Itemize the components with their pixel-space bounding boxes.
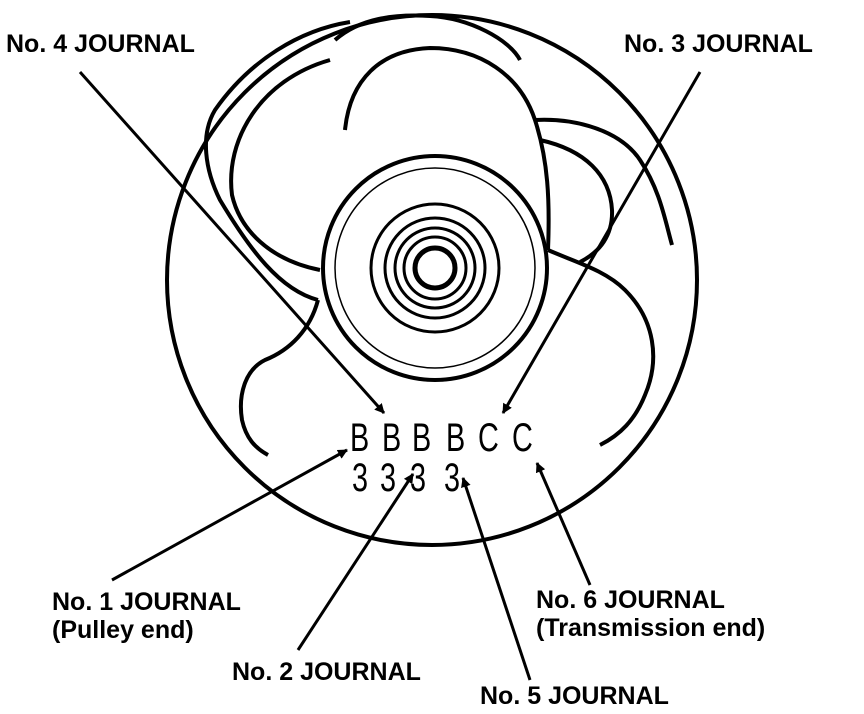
crank-web-lower-left bbox=[238, 299, 320, 457]
code-digit-1: 3 bbox=[352, 456, 369, 500]
code-letter-6: C bbox=[512, 416, 533, 460]
label-journal-4: No. 4 JOURNAL bbox=[6, 30, 195, 58]
code-letter-5: C bbox=[478, 416, 499, 460]
label-journal-1-note: (Pulley end) bbox=[52, 616, 194, 644]
code-digit-3: 3 bbox=[410, 456, 427, 500]
snout-outer-ring bbox=[321, 154, 549, 382]
label-journal-1-title: No. 1 JOURNAL bbox=[52, 588, 241, 616]
snout-ring-3 bbox=[369, 202, 501, 334]
label-journal-6: No. 6 JOURNAL (Transmission end) bbox=[536, 586, 765, 642]
leader-journal-6 bbox=[535, 462, 592, 586]
label-journal-1: No. 1 JOURNAL (Pulley end) bbox=[52, 588, 241, 644]
snout-ring-4 bbox=[383, 216, 487, 320]
code-digit-4: 3 bbox=[444, 456, 461, 500]
snout-ring-6 bbox=[402, 235, 468, 301]
crank-web-lower-right bbox=[547, 248, 656, 447]
label-journal-6-title: No. 6 JOURNAL bbox=[536, 586, 725, 614]
code-letter-2: B bbox=[382, 416, 402, 460]
snout-center-hole bbox=[412, 245, 458, 291]
leader-journal-2 bbox=[296, 473, 415, 651]
crank-web-left bbox=[229, 58, 331, 272]
leader-journal-3 bbox=[501, 71, 702, 414]
code-letter-4: B bbox=[446, 416, 466, 460]
label-journal-3: No. 3 JOURNAL bbox=[624, 30, 813, 58]
counterweight-right bbox=[534, 117, 674, 246]
crank-web-center bbox=[343, 45, 551, 251]
counterweight-left bbox=[203, 20, 351, 302]
code-letter-1: B bbox=[350, 416, 370, 460]
counterweight-top bbox=[333, 13, 522, 62]
code-letter-3: B bbox=[412, 416, 432, 460]
code-digit-2: 3 bbox=[380, 456, 397, 500]
snout-ring-5 bbox=[393, 226, 477, 310]
snout-ring-2 bbox=[334, 167, 536, 369]
leader-journal-5 bbox=[461, 477, 532, 681]
leader-journal-4 bbox=[78, 71, 386, 414]
label-journal-5: No. 5 JOURNAL bbox=[480, 682, 669, 710]
leader-journal-1 bbox=[111, 448, 348, 582]
label-journal-2: No. 2 JOURNAL bbox=[232, 658, 421, 686]
label-journal-6-note: (Transmission end) bbox=[536, 614, 766, 642]
